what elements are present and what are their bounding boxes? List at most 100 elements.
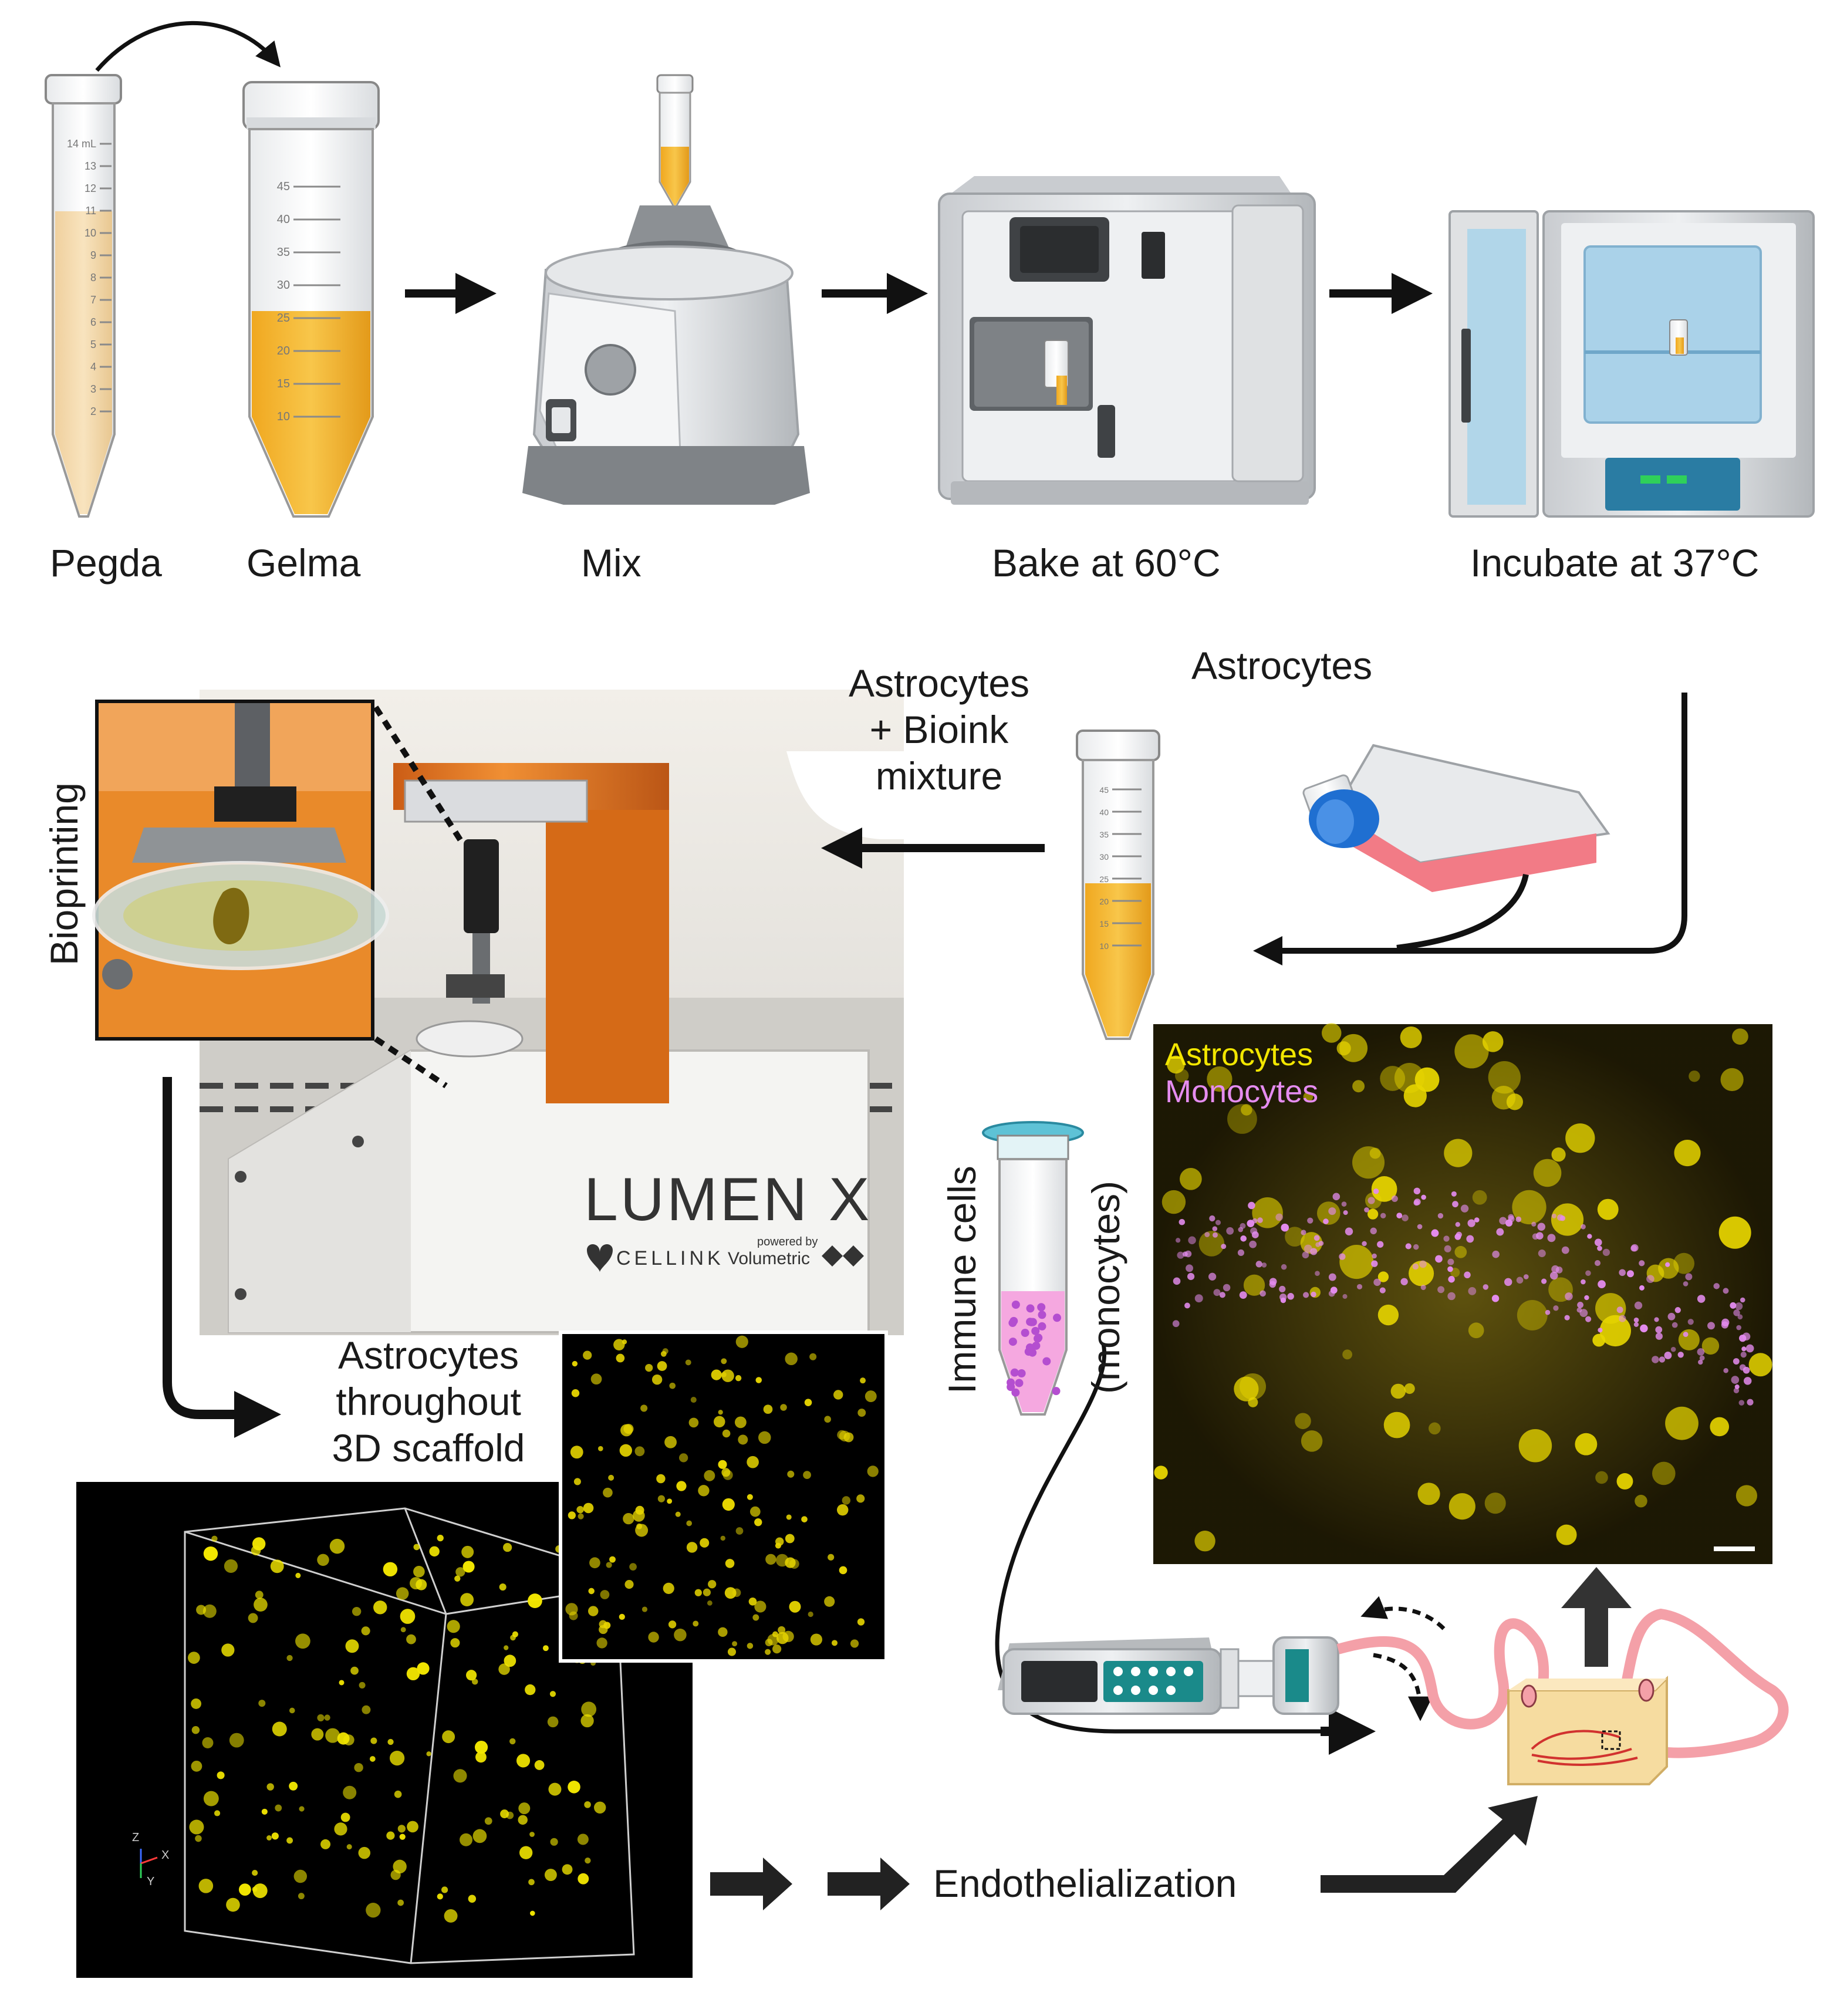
monocyte-cell	[1557, 1214, 1564, 1221]
astrocyte-cell	[518, 1802, 531, 1815]
monocyte-cell	[1553, 1305, 1559, 1311]
monocyte-dot	[1011, 1388, 1020, 1397]
astrocyte-cell	[188, 1652, 200, 1664]
monocyte-cell	[1626, 1270, 1634, 1278]
astrocyte-cell	[765, 1649, 771, 1655]
confocal-image	[1153, 1023, 1772, 1564]
monocyte-cell	[1380, 1213, 1386, 1219]
astrocyte-cell	[1444, 1139, 1473, 1167]
monocyte-cell	[1483, 1284, 1489, 1290]
astrocyte-cell	[413, 1566, 425, 1578]
monocyte-cell	[1261, 1262, 1267, 1268]
mixture-line-1: Astrocytes	[848, 661, 1030, 705]
astrocyte-cell	[721, 1372, 727, 1377]
astrocyte-cell	[1551, 1203, 1584, 1236]
astrocyte-cell	[839, 1566, 847, 1575]
astrocyte-cell	[191, 1760, 202, 1772]
astrocyte-cell	[711, 1369, 722, 1380]
astrocyte-cell	[498, 1663, 510, 1675]
astrocyte-cell	[426, 1751, 431, 1757]
monocyte-cell	[1420, 1285, 1426, 1291]
astrocyte-cell	[708, 1580, 717, 1589]
graduation-label: 20	[277, 345, 290, 357]
monocyte-cell	[1239, 1291, 1247, 1299]
astrocyte-cell	[373, 1600, 387, 1615]
astrocyte-cell	[238, 1883, 251, 1896]
astrocyte-cell	[255, 1590, 264, 1599]
astrocyte-cell	[1400, 1026, 1422, 1049]
monocyte-cell	[1634, 1301, 1643, 1309]
monocyte-cell	[1464, 1271, 1471, 1279]
astrocyte-cell	[340, 1812, 350, 1822]
astrocyte-cell	[286, 1654, 293, 1662]
monocyte-cell	[1670, 1346, 1676, 1352]
graduation-label: 11	[85, 205, 96, 217]
astrocyte-cell	[1161, 1190, 1186, 1214]
monocyte-cell	[1186, 1264, 1193, 1272]
astrocyte-cell	[325, 1728, 340, 1743]
astrocyte-cell	[397, 1825, 406, 1833]
vortex-mixer	[522, 74, 810, 505]
astrocyte-cell	[370, 1737, 377, 1744]
astrocyte-cell	[191, 1698, 201, 1709]
astrocyte-cell	[804, 1399, 812, 1406]
graduation-label: 14 mL	[67, 138, 96, 150]
astrocyte-cell	[568, 1781, 580, 1794]
monocyte-cell	[1187, 1272, 1195, 1281]
monocyte-dot	[1042, 1357, 1051, 1366]
astrocyte-cell	[808, 1611, 813, 1617]
monocyte-cell	[1468, 1287, 1477, 1295]
astrocyte-cell	[1342, 1349, 1353, 1360]
monocyte-cell	[1451, 1191, 1457, 1197]
astrocyte-cell	[504, 1645, 509, 1650]
astrocyte-cell	[734, 1416, 747, 1429]
monocyte-cell	[1577, 1301, 1583, 1308]
astrocyte-cell	[1732, 1028, 1748, 1045]
monocyte-cell	[1255, 1261, 1262, 1268]
astrocyte-cell	[1674, 1140, 1701, 1167]
graduation-label: 30	[1099, 852, 1109, 862]
astrocyte-cell	[842, 1496, 851, 1505]
monocyte-cell	[1581, 1279, 1586, 1285]
astrocyte-cell	[437, 1893, 443, 1900]
monocyte-cell	[1460, 1204, 1469, 1213]
astrocyte-cell	[350, 1666, 359, 1675]
monocyte-cell	[1516, 1277, 1524, 1284]
astrocyte-cell	[214, 1810, 221, 1816]
astrocyte-cell	[600, 1590, 610, 1599]
astrocyte-cell	[272, 1721, 287, 1737]
monocyte-cell	[1602, 1248, 1610, 1256]
monocyte-dot	[1024, 1348, 1033, 1356]
monocyte-cell	[1683, 1281, 1689, 1286]
monocyte-cell	[1585, 1316, 1592, 1322]
monocyte-cell	[1740, 1352, 1747, 1358]
monocyte-cell	[1226, 1227, 1234, 1235]
monocyte-cell	[1545, 1309, 1551, 1315]
astrocyte-cell	[270, 1559, 284, 1573]
monocyte-cell	[1405, 1243, 1412, 1250]
astrocyte-cell	[833, 1390, 843, 1400]
astrocyte-cell	[720, 1535, 725, 1541]
astrocyte-cell	[462, 1561, 475, 1573]
astrocyte-cell	[254, 1598, 268, 1612]
monocyte-cell	[1370, 1227, 1377, 1235]
astrocyte-cell	[1179, 1167, 1202, 1190]
monocyte-dot	[1032, 1341, 1041, 1350]
astrocyte-cell	[334, 1822, 347, 1836]
monocyte-cell	[1301, 1230, 1306, 1235]
vascular-chip	[1507, 1676, 1668, 1785]
label-mixture: Astrocytes + Bioink mixture	[822, 660, 1056, 800]
astrocyte-cell	[645, 1363, 653, 1372]
astrocyte-cell	[329, 1538, 345, 1554]
astrocyte-cell	[690, 1397, 697, 1403]
monocyte-cell	[1332, 1193, 1340, 1201]
astrocyte-cell	[1322, 1023, 1342, 1043]
astrocyte-cell	[588, 1606, 599, 1616]
astrocyte-cell	[1394, 1062, 1425, 1093]
astrocyte-cell	[1575, 1433, 1598, 1456]
monocyte-cell	[1747, 1399, 1754, 1406]
astrocyte-cell	[500, 1809, 509, 1819]
astrocyte-cell	[1417, 1483, 1440, 1505]
astrocyte-cell	[580, 1714, 594, 1728]
monocyte-cell	[1664, 1352, 1672, 1359]
